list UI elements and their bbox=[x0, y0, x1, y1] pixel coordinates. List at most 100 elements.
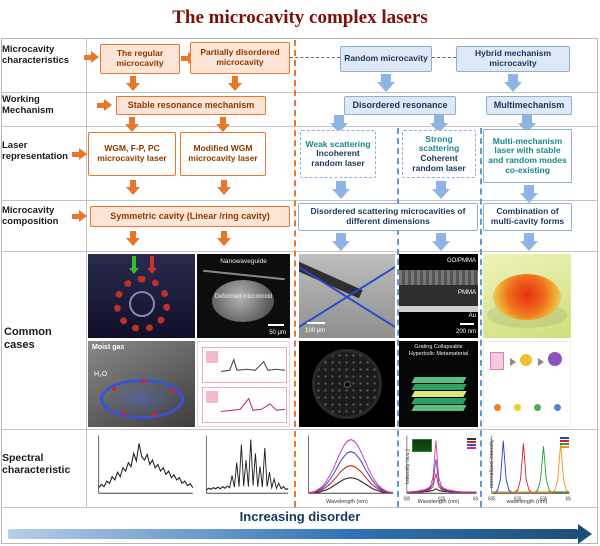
box-disordered-composition: Disordered scattering microcavities of d… bbox=[298, 203, 478, 231]
ring-cavity-glow-icon bbox=[100, 379, 184, 419]
down-arrow-icon bbox=[520, 233, 538, 251]
down-arrow-icon bbox=[126, 231, 140, 246]
strong-scattering-title: Strong scattering bbox=[418, 133, 460, 154]
grid-line bbox=[1, 126, 598, 127]
strong-scattering-sub: Coherent random laser bbox=[412, 153, 466, 173]
metamaterial-title: Grating Collapsable Hyperbolic Metamater… bbox=[408, 344, 469, 357]
box-wgm-laser: WGM, F-P, PC microcavity laser bbox=[88, 132, 176, 176]
microring-icon bbox=[114, 276, 170, 332]
grid-line bbox=[1, 429, 598, 430]
increasing-disorder-arrow bbox=[8, 529, 578, 539]
dashed-connector bbox=[432, 57, 456, 58]
red-arrowhead-icon bbox=[147, 268, 157, 274]
svg-text:650: 650 bbox=[473, 496, 478, 503]
scalebar-label: 100 μm bbox=[305, 328, 326, 334]
sphere-icon bbox=[548, 352, 562, 366]
legend-dot-icon bbox=[494, 404, 501, 411]
spectra-panel bbox=[202, 347, 287, 383]
grid-line bbox=[1, 200, 598, 201]
red-beam-icon bbox=[150, 256, 154, 269]
down-arrow-icon bbox=[432, 181, 450, 199]
pmma-layer-icon bbox=[399, 285, 478, 306]
box-regular-microcavity: The regular microcavity bbox=[100, 44, 180, 74]
molecule-dots-icon bbox=[112, 387, 116, 391]
scalebar-label: 50 μm bbox=[269, 330, 286, 336]
blue-dashed-separator bbox=[397, 128, 399, 507]
row-label-mechanism: Working Mechanism bbox=[2, 94, 54, 116]
box-multi-mechanism-laser: Multi-mechanism laser with stable and ra… bbox=[483, 129, 572, 183]
svg-text:605: 605 bbox=[488, 496, 495, 503]
deformed-microtoroid-label: Deformed microtoroid bbox=[214, 294, 273, 300]
legend-dot-icon bbox=[534, 404, 541, 411]
spectra-panel bbox=[202, 387, 287, 423]
case-image-moist-gas-sensor: Moist gas H₂O bbox=[88, 341, 195, 427]
spectrum-chart-2 bbox=[197, 432, 290, 505]
box-symmetric-cavity: Symmetric cavity (Linear /ring cavity) bbox=[90, 206, 290, 227]
box-multimechanism: Multimechanism bbox=[486, 96, 572, 115]
pink-chip-icon bbox=[206, 391, 218, 403]
legend-dot-icon bbox=[554, 404, 561, 411]
box-disordered-resonance: Disordered resonance bbox=[344, 96, 456, 115]
svg-text:625: 625 bbox=[438, 496, 445, 503]
mini-spectrum-icon bbox=[221, 358, 285, 372]
down-arrow-icon bbox=[228, 76, 242, 91]
emission-dome-icon bbox=[493, 274, 561, 320]
figure-title: The microcavity complex lasers bbox=[172, 7, 428, 28]
scalebar-icon bbox=[268, 324, 284, 326]
green-arrowhead-icon bbox=[129, 268, 139, 274]
metamaterial-layer-icon bbox=[411, 405, 467, 411]
row-label-representation: Laser representation bbox=[2, 140, 68, 162]
increasing-disorder-arrowhead-icon bbox=[578, 524, 592, 544]
box-combination-composition: Combination of multi-cavity forms bbox=[483, 203, 572, 231]
down-arrow-icon bbox=[520, 185, 538, 203]
down-arrow-icon bbox=[216, 117, 230, 132]
h2o-label: H₂O bbox=[94, 371, 108, 378]
down-arrow-icon bbox=[432, 233, 450, 251]
grid-line bbox=[1, 507, 598, 508]
box-weak-scattering: Weak scattering Incoherent random laser bbox=[300, 130, 376, 178]
box-stable-resonance: Stable resonance mechanism bbox=[116, 96, 266, 115]
down-arrow-icon bbox=[125, 117, 139, 132]
small-arrow-icon bbox=[538, 358, 544, 366]
metamaterial-layer-icon bbox=[411, 398, 467, 404]
weak-scattering-sub: Incoherent random laser bbox=[311, 148, 365, 168]
right-arrow-icon bbox=[97, 99, 112, 111]
svg-text:600: 600 bbox=[404, 496, 411, 503]
svg-text:650: 650 bbox=[566, 496, 571, 503]
au-layer-icon bbox=[399, 306, 478, 312]
spectrum-chart-1 bbox=[88, 432, 195, 505]
inset-photo bbox=[412, 439, 432, 452]
nanowaveguide-label: Nanowaveguide bbox=[220, 258, 267, 265]
row-label-characteristics: Microcavity characteristics bbox=[2, 44, 70, 66]
orange-dashed-separator bbox=[294, 40, 296, 507]
spectrum-chart-3: Wavelength (nm) bbox=[299, 432, 395, 505]
case-image-3d-surface bbox=[483, 254, 571, 338]
box-hybrid-mechanism-microcavity: Hybrid mechanism microcavity bbox=[456, 46, 570, 72]
down-arrow-icon bbox=[332, 181, 350, 199]
scalebar-icon bbox=[460, 323, 474, 325]
y-axis-label: normalized intensity bbox=[489, 439, 495, 488]
down-arrow-icon bbox=[330, 115, 348, 133]
spectrum-chart-5: 605620635650 normalized intensity wavele… bbox=[483, 432, 571, 505]
increasing-disorder-label: Increasing disorder bbox=[239, 509, 361, 524]
case-image-ring-laser bbox=[88, 254, 195, 338]
down-arrow-icon bbox=[217, 231, 231, 246]
grid-line bbox=[86, 38, 87, 507]
svg-text:620: 620 bbox=[514, 496, 521, 503]
microring-core-icon bbox=[129, 291, 155, 317]
au-label: Au bbox=[468, 313, 476, 319]
box-random-microcavity: Random microcavity bbox=[340, 46, 432, 72]
green-beam-icon bbox=[132, 256, 136, 269]
down-arrow-icon bbox=[430, 115, 448, 133]
case-image-fiber-sem: 100 μm bbox=[299, 254, 395, 338]
box-modified-wgm-laser: Modified WGM microcavity laser bbox=[180, 132, 266, 176]
row-label-cases: Common cases bbox=[4, 326, 52, 351]
x-axis-label: Wavelength (nm) bbox=[417, 499, 460, 505]
grid-line bbox=[1, 251, 598, 252]
weak-scattering-title: Weak scattering bbox=[305, 138, 371, 149]
right-arrow-icon bbox=[72, 148, 87, 160]
case-image-deformed-microtoroid: Nanowaveguide Deformed microtoroid 50 μm bbox=[197, 254, 290, 338]
scalebar-icon bbox=[307, 322, 325, 324]
go-pmma-layer-icon bbox=[399, 270, 478, 285]
